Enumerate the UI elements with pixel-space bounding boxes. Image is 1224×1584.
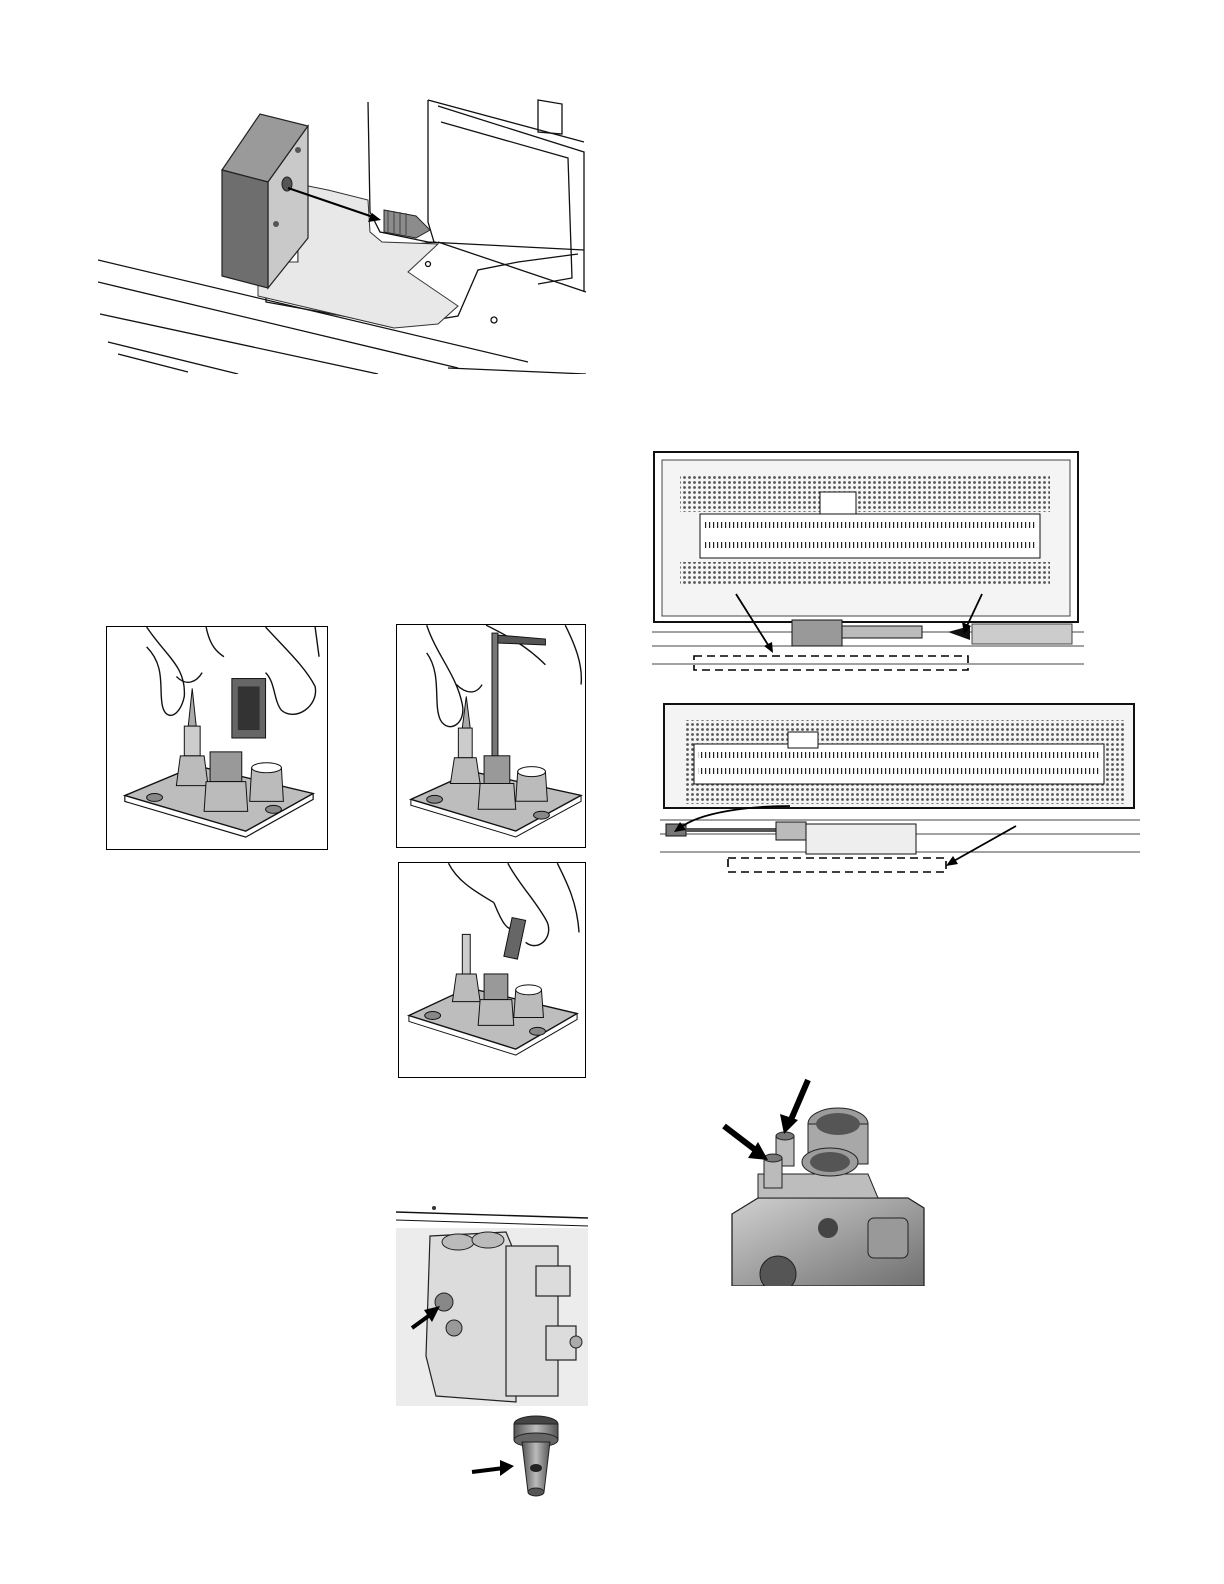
pilot-assembly-step-1	[106, 626, 328, 850]
burner-top-view-2	[660, 702, 1140, 876]
gas-valve-pressure-taps	[718, 1078, 928, 1286]
pilot-assembly-step-2	[396, 624, 586, 848]
orifice-install-figure	[98, 92, 588, 374]
burner-top-view-1	[652, 450, 1084, 676]
gas-valve-side-view	[396, 1206, 588, 1504]
pilot-assembly-step-3	[398, 862, 586, 1078]
